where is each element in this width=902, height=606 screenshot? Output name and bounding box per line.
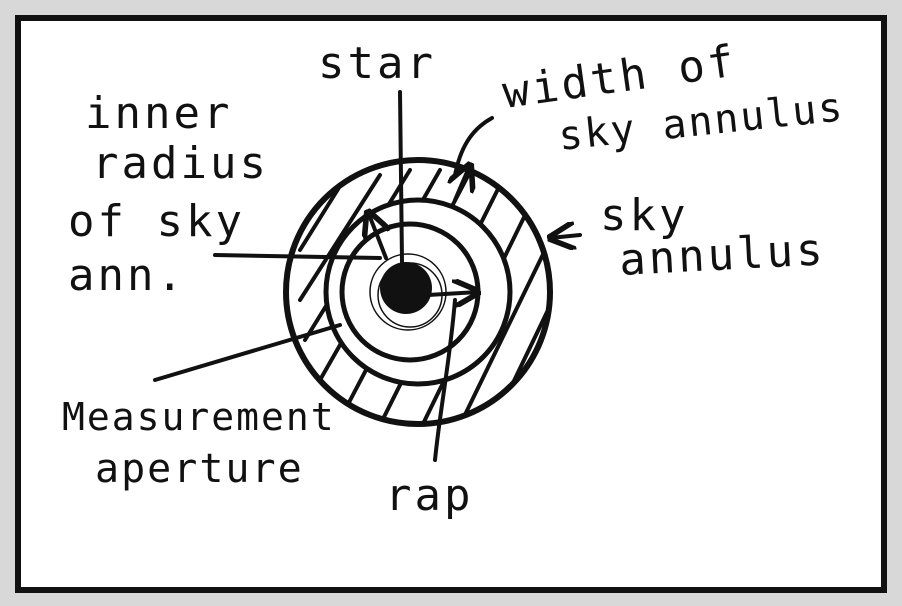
label-inner-line4: ann. (68, 250, 186, 301)
label-rap: rap (385, 470, 473, 521)
label-sky-line2: annulus (618, 224, 827, 286)
label-inner-line2: radius (92, 138, 269, 189)
label-inner-line3: of sky (68, 196, 245, 247)
label-measurement-line2: aperture (95, 446, 304, 492)
label-measurement-line1: Measurement (62, 395, 336, 439)
label-inner-line1: inner (85, 88, 232, 139)
label-star: star (318, 38, 436, 89)
star (380, 262, 432, 314)
star-pointer (400, 92, 402, 262)
